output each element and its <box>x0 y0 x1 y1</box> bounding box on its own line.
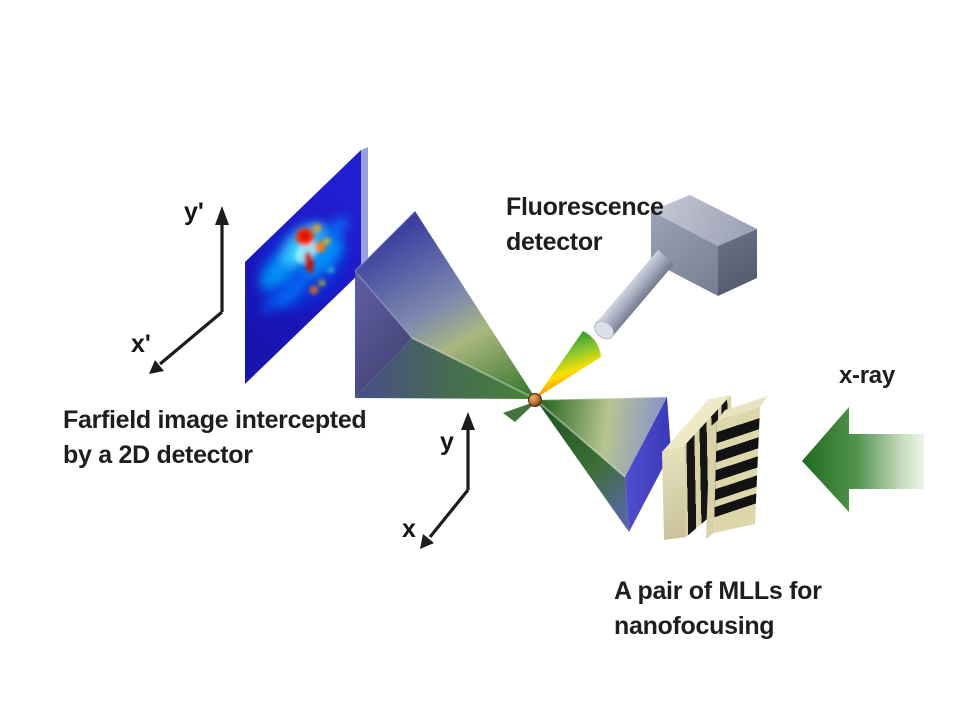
farfield-beam-cone <box>354 210 537 400</box>
sample-axes <box>420 412 475 549</box>
fluorescence-cone <box>536 331 601 398</box>
mll-caption-line1: A pair of MLLs for <box>614 577 822 605</box>
x-axis-label: x <box>402 515 416 543</box>
detector-box-top <box>651 195 757 246</box>
incident-beam-cone <box>503 396 671 532</box>
mll-pair <box>662 395 768 540</box>
mll-caption: A pair of MLLs for nanofocusing <box>614 574 822 644</box>
detector-box-right <box>718 229 757 296</box>
farfield-caption: Farfield image intercepted by a 2D detec… <box>63 403 367 473</box>
mll-horizontal-lens <box>706 396 768 539</box>
y-prime-axis-label: y' <box>184 198 204 226</box>
detector-panel-side-face <box>361 147 368 272</box>
diffraction-pattern <box>257 216 349 315</box>
detector-snout <box>596 250 674 337</box>
farfield-caption-line2: by a 2D detector <box>63 441 253 469</box>
fluorescence-caption-line2: detector <box>506 228 603 256</box>
fluorescence-caption: Fluorescence detector <box>506 190 664 260</box>
xray-arrow <box>802 407 924 512</box>
mll-caption-line2: nanofocusing <box>614 612 775 640</box>
detector-panel <box>245 147 368 384</box>
fluorescence-detector-device <box>594 195 757 340</box>
detector-axes <box>149 206 229 374</box>
fluorescence-caption-line1: Fluorescence <box>506 193 664 221</box>
detector-snout-cap <box>594 320 614 340</box>
x-prime-axis-label: x' <box>131 330 151 358</box>
xray-label: x-ray <box>839 362 895 389</box>
farfield-caption-line1: Farfield image intercepted <box>63 406 367 434</box>
beam-crossing-wedge <box>503 401 537 422</box>
detector-box-front <box>651 211 718 296</box>
focal-point <box>528 393 542 407</box>
y-axis-label: y <box>440 428 454 456</box>
